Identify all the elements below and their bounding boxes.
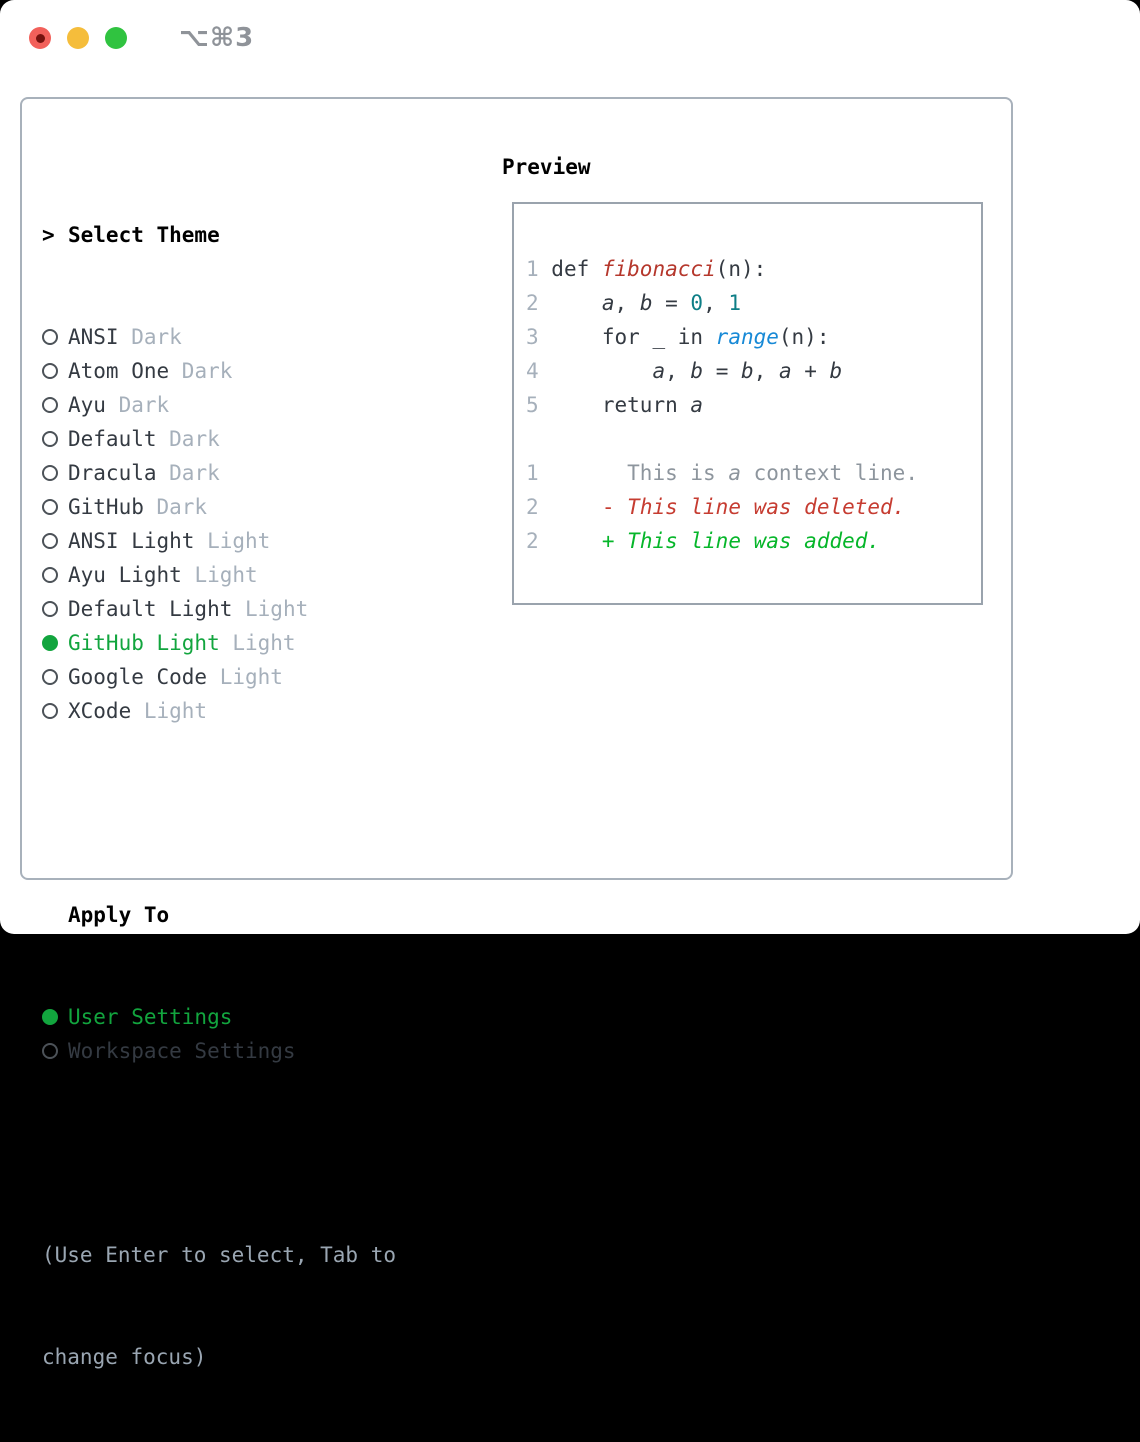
theme-name: GitHub Light bbox=[68, 631, 220, 655]
theme-option[interactable]: Google Code Light bbox=[42, 660, 396, 694]
titlebar: ⌥⌘3 bbox=[29, 23, 255, 53]
theme-name: Default bbox=[68, 427, 157, 451]
line-number: 2 bbox=[526, 495, 552, 519]
code-preview: 1 def fibonacci(n): 2 a, b = 0, 1 3 for _ … bbox=[526, 252, 981, 558]
radio-selected-icon bbox=[42, 635, 58, 651]
theme-name: Ayu Light bbox=[68, 563, 182, 587]
theme-name: Google Code bbox=[68, 665, 208, 689]
preview-box: 1 def fibonacci(n): 2 a, b = 0, 1 3 for _ … bbox=[512, 202, 983, 605]
theme-variant-label: Dark bbox=[156, 427, 220, 451]
theme-name: Dracula bbox=[68, 461, 157, 485]
hint-line-2: change focus) bbox=[42, 1345, 207, 1369]
radio-selected-icon bbox=[42, 1009, 58, 1025]
theme-name: Ayu bbox=[68, 393, 106, 417]
theme-option[interactable]: ANSI Light Light bbox=[42, 524, 396, 558]
theme-option[interactable]: ANSI Dark bbox=[42, 320, 396, 354]
theme-variant-label: Light bbox=[219, 631, 296, 655]
apply-to-header: Apply To bbox=[42, 898, 396, 932]
code-line: 5 return a bbox=[526, 393, 704, 417]
line-number: 2 bbox=[526, 529, 552, 553]
apply-to-option[interactable]: User Settings bbox=[42, 1000, 396, 1034]
line-number: 3 bbox=[526, 325, 552, 349]
theme-variant-label: Dark bbox=[143, 495, 208, 519]
code-line: 4 a, b = b, a + b bbox=[526, 359, 843, 383]
theme-option[interactable]: Default Dark bbox=[42, 422, 396, 456]
code-line: 2 + This line was added. bbox=[526, 529, 881, 553]
theme-variant-label: Dark bbox=[169, 359, 233, 383]
line-number: 5 bbox=[526, 393, 552, 417]
apply-to-option-label: User Settings bbox=[68, 1005, 233, 1029]
theme-option[interactable]: Dracula Dark bbox=[42, 456, 396, 490]
theme-option[interactable]: GitHub Light Light bbox=[42, 626, 396, 660]
theme-variant-label: Light bbox=[131, 699, 208, 723]
radio-unselected-icon bbox=[42, 601, 58, 617]
theme-name: Default Light bbox=[68, 597, 233, 621]
select-theme-header: > Select Theme bbox=[42, 218, 396, 252]
theme-variant-label: Dark bbox=[105, 393, 170, 417]
code-line: 2 a, b = 0, 1 bbox=[526, 291, 742, 315]
radio-unselected-icon bbox=[42, 397, 58, 413]
line-number: 4 bbox=[526, 359, 552, 383]
prompt-caret: > bbox=[42, 223, 55, 247]
radio-unselected-icon bbox=[42, 669, 58, 685]
hint-line-1: (Use Enter to select, Tab to bbox=[42, 1243, 397, 1267]
code-line bbox=[526, 422, 981, 456]
zoom-button[interactable] bbox=[105, 27, 127, 49]
line-number: 2 bbox=[526, 291, 552, 315]
apply-to-title: Apply To bbox=[68, 903, 170, 927]
window-title: ⌥⌘3 bbox=[179, 23, 255, 53]
close-button[interactable] bbox=[29, 27, 51, 49]
theme-variant-label: Dark bbox=[118, 325, 182, 349]
theme-name: ANSI Light bbox=[68, 529, 195, 553]
radio-unselected-icon bbox=[42, 1043, 58, 1059]
theme-option[interactable]: Ayu Light Light bbox=[42, 558, 396, 592]
theme-variant-label: Dark bbox=[156, 461, 220, 485]
theme-option[interactable]: Default Light Light bbox=[42, 592, 396, 626]
code-line: 1 This is a context line. bbox=[526, 461, 918, 485]
theme-variant-label: Light bbox=[232, 597, 309, 621]
radio-unselected-icon bbox=[42, 363, 58, 379]
minimize-button[interactable] bbox=[67, 27, 89, 49]
select-theme-title: Select Theme bbox=[68, 223, 220, 247]
apply-to-option-label: Workspace Settings bbox=[68, 1039, 296, 1063]
theme-name: GitHub bbox=[68, 495, 144, 519]
radio-unselected-icon bbox=[42, 533, 58, 549]
radio-unselected-icon bbox=[42, 431, 58, 447]
theme-option[interactable]: Atom One Dark bbox=[42, 354, 396, 388]
theme-option[interactable]: XCode Light bbox=[42, 694, 396, 728]
radio-unselected-icon bbox=[42, 567, 58, 583]
radio-unselected-icon bbox=[42, 703, 58, 719]
theme-name: ANSI bbox=[68, 325, 119, 349]
close-dot-icon bbox=[35, 33, 45, 43]
radio-unselected-icon bbox=[42, 499, 58, 515]
code-line: 3 for _ in range(n): bbox=[526, 325, 830, 349]
theme-variant-label: Light bbox=[194, 529, 271, 553]
theme-option[interactable]: Ayu Dark bbox=[42, 388, 396, 422]
radio-unselected-icon bbox=[42, 329, 58, 345]
code-line: 2 - This line was deleted. bbox=[526, 495, 906, 519]
theme-name: Atom One bbox=[68, 359, 170, 383]
line-number: 1 bbox=[526, 461, 552, 485]
code-line: 1 def fibonacci(n): bbox=[526, 257, 767, 281]
theme-variant-label: Light bbox=[207, 665, 283, 689]
radio-unselected-icon bbox=[42, 465, 58, 481]
theme-variant-label: Light bbox=[181, 563, 258, 587]
apply-to-option[interactable]: Workspace Settings bbox=[42, 1034, 396, 1068]
theme-name: XCode bbox=[68, 699, 132, 723]
theme-option[interactable]: GitHub Dark bbox=[42, 490, 396, 524]
preview-title: Preview bbox=[502, 155, 591, 179]
line-number: 1 bbox=[526, 257, 552, 281]
